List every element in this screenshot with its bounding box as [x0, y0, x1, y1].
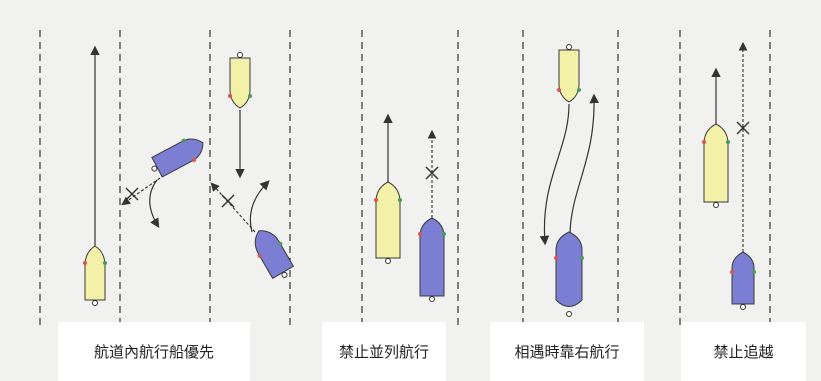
boat-icon [418, 217, 446, 302]
arrow-icon [149, 179, 160, 229]
arrow-icon [210, 182, 256, 233]
boat-icon [151, 138, 204, 178]
cross-mark-icon [736, 121, 750, 135]
boat-icon [730, 251, 756, 310]
arrow-icon [569, 93, 600, 237]
caption-text: 航道內航行船優先 [93, 343, 214, 361]
panel-2-diagram [210, 52, 295, 280]
boat-icon [702, 123, 730, 208]
boat-icon [228, 52, 252, 109]
panel-1-diagram [83, 45, 204, 306]
caption-navigation-priority: 航道內航行船優先 [58, 322, 250, 381]
arrow-icon [539, 103, 570, 246]
boat-icon [557, 44, 581, 103]
lane-lines [39, 30, 771, 325]
boat-icon [374, 181, 402, 264]
boat-icon [83, 245, 107, 306]
caption-no-overtaking: 禁止追越 [681, 322, 806, 381]
arrow-icon [121, 177, 161, 206]
caption-text: 禁止追越 [713, 343, 774, 361]
caption-text: 相遇時靠右航行 [514, 343, 620, 361]
panel-3-diagram [374, 113, 446, 302]
cross-mark-icon [425, 166, 439, 180]
panel-4-diagram [539, 44, 600, 317]
caption-text: 禁止並列航行 [338, 343, 429, 361]
cross-mark-icon [221, 194, 235, 208]
caption-no-parallel-navigation: 禁止並列航行 [322, 322, 446, 381]
panel-5-diagram [702, 41, 756, 310]
cross-mark-icon [125, 187, 139, 201]
boat-icon [254, 230, 295, 280]
arrow-icon [249, 180, 270, 233]
caption-keep-right-when-meeting: 相遇時靠右航行 [490, 322, 644, 381]
boat-icon [554, 231, 584, 317]
